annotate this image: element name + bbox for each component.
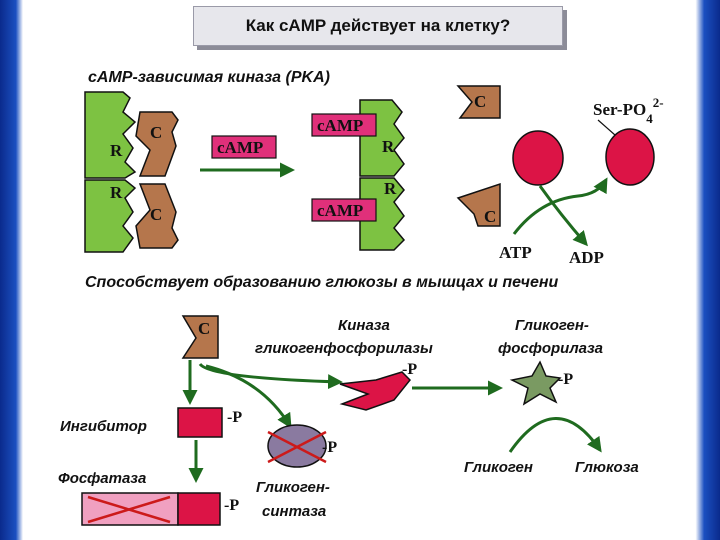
phosphatase-bound-inhibitor bbox=[177, 492, 221, 526]
arrow-to-synthase bbox=[205, 364, 292, 429]
free-c-bottom-label: C bbox=[484, 207, 496, 226]
complex-c-top: C bbox=[150, 123, 162, 142]
synthase-p-tag: -P bbox=[322, 439, 337, 456]
r-bound-top-label: R bbox=[382, 137, 395, 156]
mid-header: Способствует образованию глюкозы в мышца… bbox=[85, 274, 559, 291]
regulatory-subunit-top bbox=[84, 91, 137, 179]
arrow-to-kinase bbox=[198, 362, 343, 390]
catalytic-subunit-top bbox=[135, 111, 179, 177]
atp-label: ATP bbox=[499, 243, 532, 262]
phosphorylase-label-line2: фосфорилаза bbox=[498, 340, 603, 357]
complex-r-bottom: R bbox=[110, 183, 123, 202]
inhibitor-protein bbox=[177, 407, 223, 438]
complex-c-bottom: C bbox=[150, 205, 162, 224]
free-c-top-label: C bbox=[474, 92, 486, 111]
phosphorylated-protein bbox=[605, 128, 655, 186]
kinase-p-tag: -P bbox=[402, 361, 417, 378]
arrow-phosphorylation bbox=[512, 177, 608, 235]
kinase-label-line1: Киназа bbox=[338, 317, 390, 334]
phosphate-pointer bbox=[597, 119, 616, 136]
free-catalytic-top bbox=[456, 85, 501, 119]
synthase-label-line1: Гликоген- bbox=[256, 479, 330, 496]
page-title: Как cAMP действует на клетку? bbox=[245, 16, 511, 35]
arrow-atp-adp bbox=[538, 185, 588, 247]
camp-bound-bottom bbox=[311, 198, 377, 222]
phosphatase-label: Фосфатаза bbox=[58, 470, 146, 487]
phosphorylase-p-tag: -P bbox=[558, 371, 573, 388]
lower-catalytic bbox=[181, 315, 219, 359]
substrate-protein bbox=[512, 130, 564, 186]
phosphorylase-kinase bbox=[339, 371, 412, 411]
arrow-glycogen-glucose bbox=[508, 417, 602, 453]
phosphatase-cross-b bbox=[87, 495, 171, 524]
camp-bound-top-label: cAMP bbox=[317, 116, 363, 135]
glucose-label: Глюкоза bbox=[575, 459, 639, 476]
inhibitor-label: Ингибитор bbox=[60, 418, 147, 435]
adp-label: ADP bbox=[569, 248, 604, 267]
phosphorylase-label-line1: Гликоген- bbox=[515, 317, 589, 334]
synthase-cross-b bbox=[267, 430, 327, 464]
r-bound-bottom-label: R bbox=[384, 179, 397, 198]
glycogen-label: Гликоген bbox=[464, 459, 533, 476]
complex-r-top: R bbox=[110, 141, 123, 160]
glycogen-phosphorylase bbox=[509, 360, 562, 406]
camp-box bbox=[211, 135, 277, 159]
ser-po4-label: Ser-PO42- bbox=[593, 95, 664, 126]
regulatory-bound-bottom bbox=[359, 177, 406, 251]
kinase-label-line2: гликогенфосфорилазы bbox=[255, 340, 433, 357]
camp-bound-top bbox=[311, 113, 377, 137]
regulatory-subunit-bottom bbox=[84, 179, 137, 253]
camp-arrow-label: cAMP bbox=[217, 138, 263, 157]
title-box: Как cAMP действует на клетку? bbox=[193, 6, 563, 46]
lower-c-label: C bbox=[198, 319, 210, 338]
synthase-label-line2: синтаза bbox=[262, 503, 326, 520]
pka-header: cAMP-зависимая киназа (PKA) bbox=[88, 69, 330, 86]
catalytic-subunit-bottom bbox=[135, 183, 179, 249]
camp-bound-bottom-label: cAMP bbox=[317, 201, 363, 220]
phosphatase-p-tag: -P bbox=[224, 497, 239, 514]
free-catalytic-bottom bbox=[456, 182, 501, 227]
inhibitor-p-tag: -P bbox=[227, 409, 242, 426]
